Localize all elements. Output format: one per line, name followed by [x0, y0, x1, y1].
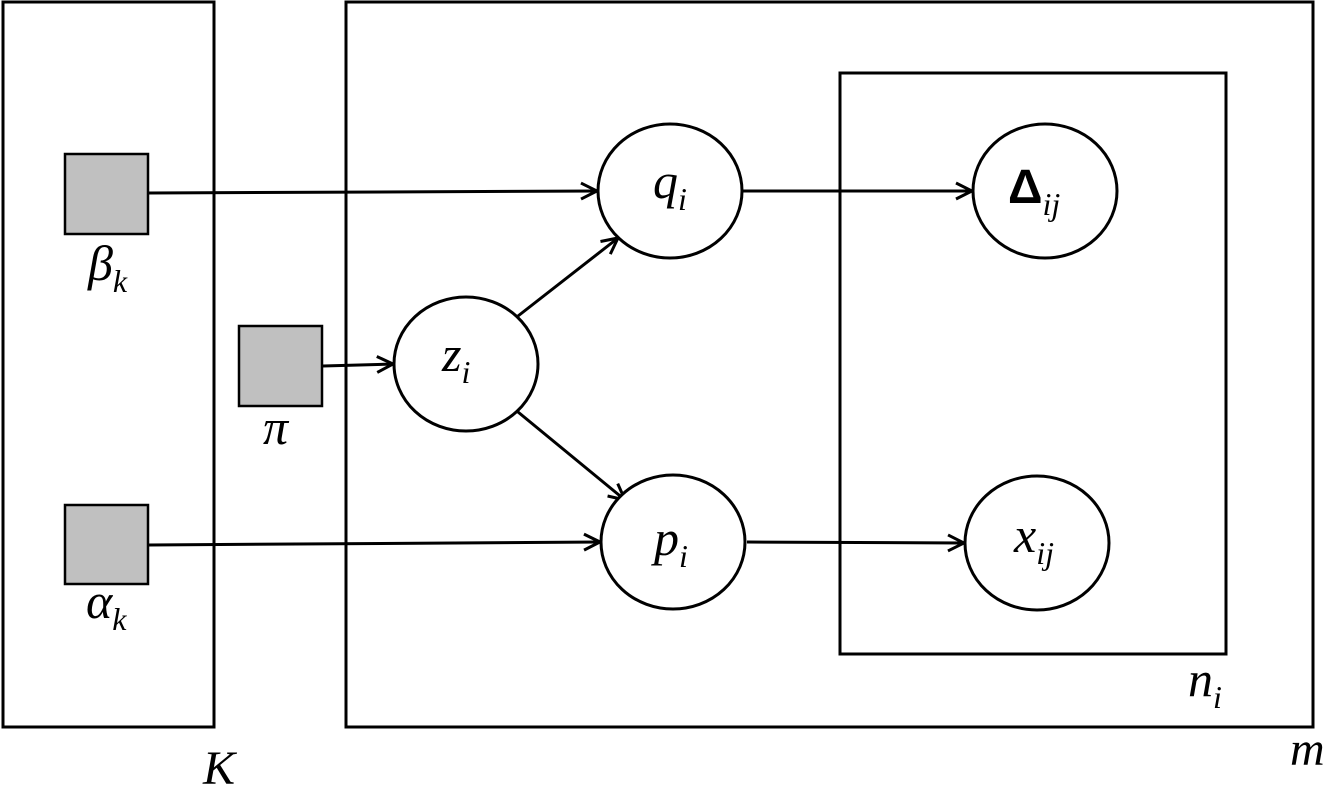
edge-z-to-q — [517, 238, 618, 318]
plate-k-label: K — [202, 742, 238, 793]
param-pi-box — [237, 324, 324, 408]
edge-p-to-x — [746, 542, 964, 543]
node-delta-label: Δij — [1008, 161, 1060, 222]
node-z-label: zi — [441, 326, 470, 390]
node-q-circle — [596, 122, 744, 260]
node-x-label: xij — [1013, 507, 1054, 571]
plate-m-label: m — [1290, 723, 1325, 776]
node-p-label: pi — [651, 510, 688, 574]
param-alpha-label: αk — [86, 573, 127, 637]
node-delta-circle — [971, 122, 1119, 260]
edge-pi-to-z — [322, 364, 393, 366]
param-alpha-box — [63, 503, 150, 586]
plate-n-label: ni — [1188, 651, 1222, 715]
edge-alpha-to-p — [148, 542, 600, 545]
edge-z-to-p — [517, 410, 625, 500]
node-z-circle — [392, 295, 540, 433]
plate-k — [1, 0, 216, 729]
node-p-circle — [599, 473, 747, 611]
param-pi-label: π — [263, 399, 290, 455]
node-q-label: qi — [653, 153, 687, 217]
param-beta-box — [63, 152, 150, 236]
edge-beta-to-q — [148, 191, 597, 193]
param-beta-label: βk — [87, 235, 128, 299]
plate-n — [838, 71, 1228, 656]
node-x-circle — [963, 474, 1111, 612]
